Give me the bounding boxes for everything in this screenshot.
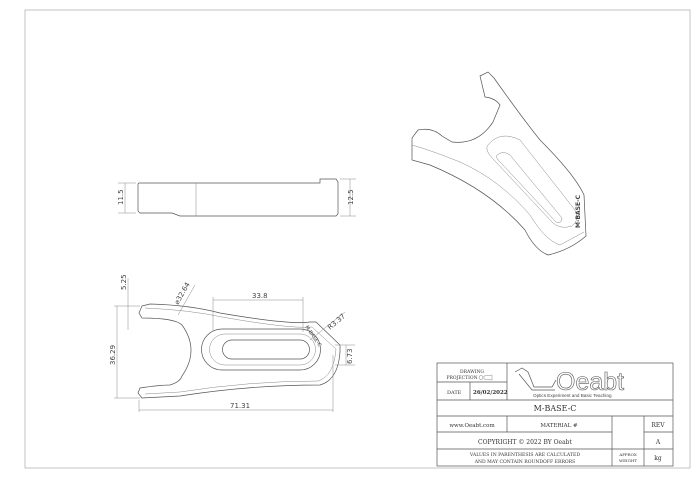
rev-value: A: [655, 439, 661, 446]
plan-engraving-label: M-BASE-C: [303, 325, 322, 349]
projection-label: DRAWING: [460, 369, 484, 375]
oeabt-logo: Oeabt Optics Experiment and Basic Teachi…: [514, 367, 624, 398]
note-line-2: AND MAY CONTAIN ROUNDOFF ERRORS: [474, 459, 576, 465]
isometric-view: M-BASE-C: [411, 71, 587, 256]
logo-wordmark: Oeabt: [556, 368, 624, 396]
dim-top-offset: 5.25: [120, 274, 128, 290]
dim-side-height-right: 12.5: [347, 189, 355, 205]
rev-label: REV: [651, 422, 665, 429]
side-view: 11.5 12.5: [117, 178, 356, 217]
date-value: 26/02/2022: [473, 390, 508, 396]
part-name: M-BASE-C: [534, 404, 577, 413]
website: www.Oeabt.com: [449, 423, 495, 429]
iso-engraving-label: M-BASE-C: [575, 194, 582, 228]
note-line-1: VALUES IN PARENTHESIS ARE CALCULATED: [469, 452, 580, 458]
drawing-frame: [24, 9, 691, 469]
dim-overall-length: 71.31: [230, 402, 250, 410]
date-label: DATE: [447, 390, 462, 396]
weight-label: APPROX: [618, 452, 636, 457]
dim-overall-height: 36.29: [109, 345, 117, 365]
dim-slot-length: 33.8: [252, 292, 268, 300]
logo-tagline: Optics Experiment and Basic Teaching: [533, 393, 612, 398]
projection-symbol-icon: [478, 374, 493, 381]
weight-label-2: WEIGHT: [619, 458, 637, 463]
dim-side-height-left: 11.5: [117, 189, 125, 205]
plan-view: 33.8 ⌀32.64 R3.37 M-BASE-C 5.25 36.29 71…: [109, 274, 355, 412]
projection-label-2: PROJECTION: [446, 375, 477, 381]
dim-radius-small: R3.37: [326, 312, 347, 331]
copyright: COPYRIGHT © 2022 BY Oeabt: [478, 439, 572, 446]
dim-slot-width: 6.73: [346, 348, 354, 364]
title-block: DRAWING PROJECTION DATE 26/02/2022 Oeabt…: [436, 362, 674, 467]
material-label: MATERIAL #: [540, 423, 578, 429]
dim-diameter-large: ⌀32.64: [173, 281, 192, 306]
weight-unit: kg: [654, 455, 662, 462]
